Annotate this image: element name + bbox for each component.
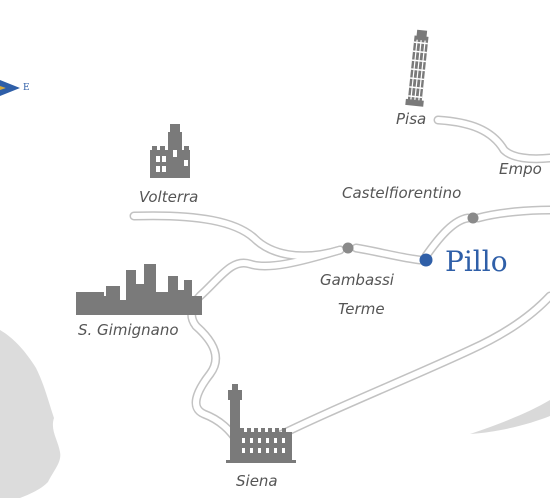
skyline-towers-icon <box>76 264 202 315</box>
volterra-label: Volterra <box>139 188 199 206</box>
gambassi-label: Gambassi <box>320 271 394 289</box>
pisa-label: Pisa <box>396 110 427 128</box>
compass-east-label: E <box>23 83 30 93</box>
terme-label: Terme <box>338 300 385 318</box>
san-gimignano-label: S. Gimignano <box>78 321 179 339</box>
decorative-swoosh <box>470 400 550 434</box>
road-gambassi-sangim-outline <box>187 245 345 331</box>
town-hall-tower-icon <box>150 124 190 178</box>
road-sangim-siena <box>193 323 241 445</box>
road-volterra-gambassi-outline <box>129 211 345 261</box>
empoli-label: Empo <box>499 160 542 178</box>
roads <box>131 117 550 445</box>
road-siena-east <box>267 293 550 443</box>
pillo-hub-dot <box>419 253 433 267</box>
road-castel-east <box>475 207 550 221</box>
siena-label: Siena <box>236 472 278 490</box>
road-gambassi-hub <box>353 245 423 263</box>
road-pisa-empoli <box>435 117 550 162</box>
italy-inset-land <box>0 430 22 490</box>
pillo-hub-label: Pillo <box>445 245 508 278</box>
compass-rose-icon <box>0 80 20 96</box>
road-volterra-gambassi <box>131 212 343 259</box>
leaning-tower-icon <box>405 29 429 107</box>
castelfiorentino-dot <box>467 212 479 224</box>
palazzo-tower-icon <box>226 384 296 463</box>
road-hub-castel <box>423 215 471 259</box>
castelfiorentino-label: Castelfiorentino <box>342 184 462 202</box>
gambassi-terme-dot <box>342 242 354 254</box>
